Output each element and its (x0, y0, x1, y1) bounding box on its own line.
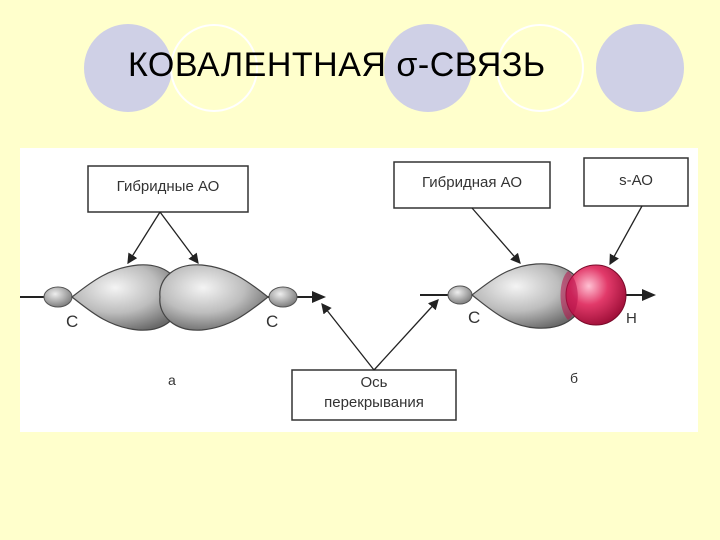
pointer-axis-b (373, 299, 439, 371)
atom-c-right-label: С (266, 312, 279, 331)
axis-arrow-a (312, 291, 326, 303)
overlap-region-b (560, 271, 578, 320)
orbital-diagram (20, 157, 689, 421)
small-lobe-b (447, 285, 473, 305)
decor-circle-3 (596, 24, 684, 112)
decor-circle-2 (384, 24, 472, 112)
panel-b-label: б (570, 370, 579, 386)
pointer-hybrid-left (127, 211, 161, 265)
atom-h-label: Н (626, 310, 637, 327)
overlap-axis-label-line2: перекрывания (324, 394, 424, 411)
atom-c-b-label: С (468, 308, 481, 327)
orbital-diagram-panel: Гибридные АО Гибридная АО s-АО Ось перек… (20, 148, 698, 432)
pointer-s-ao (609, 205, 643, 266)
atom-c-left-label: С (66, 312, 79, 331)
axis-arrow-b (642, 289, 656, 301)
s-ao-label: s-АО (619, 172, 653, 189)
hybrid-ao-box (87, 165, 249, 213)
overlap-axis-box (291, 369, 457, 421)
small-lobe-right (268, 286, 298, 308)
slide-title: КОВАЛЕНТНАЯ σ-СВЯЗЬ (128, 46, 546, 84)
hybrid-ao-single-label: Гибридная АО (422, 174, 522, 191)
overlap-axis-label-line1: Ось (360, 374, 388, 391)
pointer-axis-a (321, 302, 375, 371)
pointer-hybrid-b (471, 207, 521, 264)
panel-a-label: а (168, 372, 176, 388)
hybrid-ao-label: Гибридные АО (116, 178, 220, 195)
s-ao-box (583, 157, 689, 207)
decor-ring-2 (496, 24, 584, 112)
decor-ring-1 (170, 24, 258, 112)
decor-circle-1 (84, 24, 172, 112)
pointer-hybrid-right (159, 211, 199, 265)
hybrid-lobe-right (159, 264, 269, 331)
small-lobe-left (43, 286, 73, 308)
